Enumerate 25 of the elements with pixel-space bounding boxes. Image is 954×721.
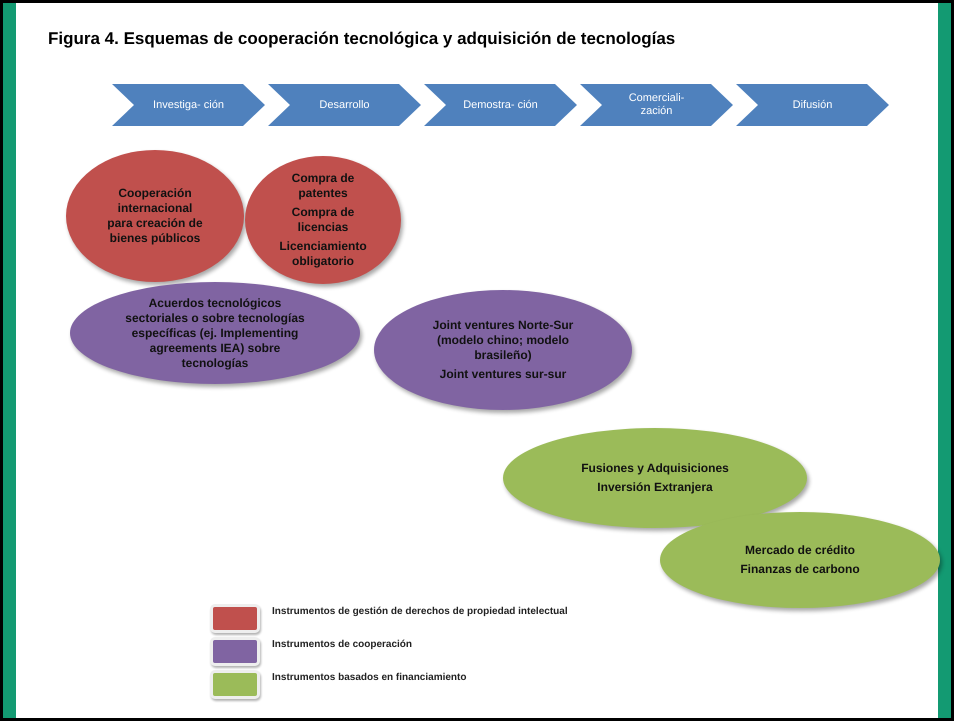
instrument-text: Mercado de crédito (744, 543, 856, 558)
instrument-text: Compra de licencias (290, 205, 356, 235)
process-step (580, 84, 733, 126)
stage-label: Difusión (792, 98, 834, 112)
process-step (268, 84, 421, 126)
stage-label: Investiga- ción (152, 98, 225, 112)
instrument-text: Finanzas de carbono (739, 562, 861, 577)
instrument-text: Inversión Extranjera (596, 480, 714, 495)
instrument-text: Joint ventures Norte-Sur (modelo chino; modelo brasileño) (432, 318, 574, 363)
figure-title: Figura 4. Esquemas de cooperación tecnológica y adquisición de tecnologías (48, 28, 676, 50)
process-step (112, 84, 265, 126)
legend-label: Instrumentos basados en financiamiento (272, 671, 466, 684)
instrument-text: Licenciamiento obligatorio (278, 239, 368, 269)
instrument-text: Acuerdos tecnológicos sectoriales o sobre tecnologías específicas (ej. Implementing agreements IEA) sobre tecnologías (124, 296, 306, 370)
stage-label: Demostra- ción (462, 98, 539, 112)
legend-label: Instrumentos de cooperación (272, 638, 412, 651)
instrument-text: Joint ventures sur-sur (438, 367, 568, 382)
process-step (424, 84, 577, 126)
stage-label: Desarrollo (318, 98, 371, 112)
stage-label: Comerciali- zación (628, 92, 686, 118)
instrument-text: Fusiones y Adquisiciones (580, 461, 730, 476)
instrument-text: Cooperación internacional para creación de bienes públicos (106, 186, 204, 246)
instrument-text: Compra de patentes (290, 171, 356, 201)
legend-label: Instrumentos de gestión de derechos de propiedad intelectual (272, 605, 568, 618)
process-step (736, 84, 889, 126)
